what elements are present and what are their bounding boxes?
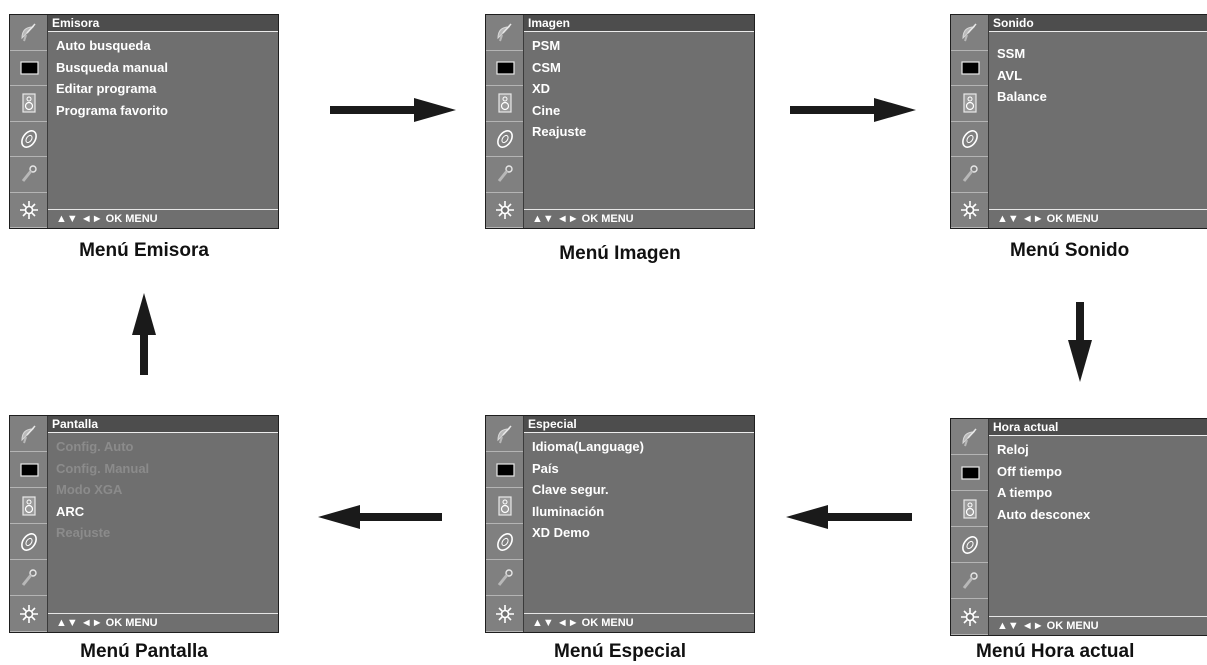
gear-icon[interactable] [951, 599, 988, 635]
key-icon[interactable] [951, 563, 988, 599]
screen-icon[interactable] [486, 452, 523, 488]
satellite-dish-icon[interactable] [10, 15, 47, 51]
gear-icon[interactable] [10, 596, 47, 632]
disc-icon[interactable] [10, 524, 47, 560]
screen-icon[interactable] [10, 51, 47, 86]
screen-icon[interactable] [951, 455, 988, 491]
key-icon[interactable] [10, 157, 47, 193]
menu-title: Pantalla [48, 416, 278, 433]
speaker-icon[interactable] [951, 86, 988, 122]
menu-item-psm[interactable]: PSM [532, 38, 561, 53]
menu-item-avl[interactable]: AVL [997, 67, 1023, 83]
menu-item-xd[interactable]: XD [532, 81, 551, 96]
menu-item-busqueda-manual[interactable]: Busqueda manual [56, 59, 168, 75]
arrow-right-icon [330, 98, 456, 122]
menu-title: Imagen [524, 15, 754, 32]
menu-imagen-panel: Imagen PSM CSM XD Cine Reajuste ▲▼ ◄► OK… [485, 14, 755, 229]
satellite-dish-icon[interactable] [486, 15, 523, 51]
arrow-down-icon [1068, 302, 1092, 382]
menu-item-arc[interactable]: ARC [56, 503, 85, 519]
arrow-left-icon [318, 505, 442, 529]
nav-hint: ▲▼ ◄► OK MENU [989, 616, 1207, 635]
gear-icon[interactable] [486, 596, 523, 632]
disc-icon[interactable] [951, 122, 988, 157]
satellite-dish-icon[interactable] [10, 416, 47, 452]
key-icon[interactable] [486, 157, 523, 193]
nav-hint: ▲▼ ◄► OK MENU [48, 209, 278, 228]
menu-especial-panel: Especial Idioma(Language) País Clave seg… [485, 415, 755, 633]
arrow-right-icon [790, 98, 916, 122]
disc-icon[interactable] [10, 122, 47, 157]
speaker-icon[interactable] [486, 488, 523, 524]
key-icon[interactable] [951, 157, 988, 193]
menu-title: Especial [524, 416, 754, 433]
screen-icon[interactable] [10, 452, 47, 488]
menu-title: Sonido [989, 15, 1207, 32]
menu-pantalla-panel: Pantalla Config. Auto Config. Manual Mod… [9, 415, 279, 633]
disc-icon[interactable] [486, 122, 523, 157]
speaker-icon[interactable] [486, 86, 523, 122]
caption-pantalla: Menú Pantalla [80, 641, 208, 662]
menu-emisora-panel: Emisora Auto busqueda Busqueda manual Ed… [9, 14, 279, 229]
disc-icon[interactable] [486, 524, 523, 560]
caption-hora-actual: Menú Hora actual [976, 641, 1135, 662]
menu-category-rail [486, 416, 524, 632]
menu-item-balance[interactable]: Balance0 [997, 86, 1207, 108]
gear-icon[interactable] [10, 193, 47, 228]
gear-icon[interactable] [486, 193, 523, 228]
menu-item-xd-demo[interactable]: XD Demo [532, 525, 590, 540]
arrow-up-icon [132, 293, 156, 375]
menu-item-reloj[interactable]: Reloj [997, 442, 1029, 457]
menu-item-a-tiempo[interactable]: A tiempo [997, 485, 1053, 500]
screen-icon[interactable] [951, 51, 988, 86]
key-icon[interactable] [486, 560, 523, 596]
nav-hint: ▲▼ ◄► OK MENU [48, 613, 278, 632]
arrow-left-icon [786, 505, 912, 529]
menu-item-reajuste[interactable]: Reajuste [532, 124, 587, 139]
menu-category-rail [951, 15, 989, 228]
menu-item-modo-xga: Modo XGA [56, 482, 123, 497]
menu-title: Hora actual [989, 419, 1207, 436]
disc-icon[interactable] [951, 527, 988, 563]
speaker-icon[interactable] [10, 86, 47, 122]
menu-category-rail [10, 15, 48, 228]
nav-hint: ▲▼ ◄► OK MENU [524, 209, 754, 228]
menu-item-csm[interactable]: CSM [532, 59, 561, 75]
menu-item-programa-favorito[interactable]: Programa favorito [56, 102, 168, 118]
nav-hint: ▲▼ ◄► OK MENU [524, 613, 754, 632]
menu-item-cine[interactable]: Cine [532, 102, 561, 118]
menu-category-rail [951, 419, 989, 635]
menu-item-iluminacion[interactable]: Iluminación [532, 503, 605, 519]
caption-imagen: Menú Imagen [559, 243, 681, 264]
caption-sonido: Menú Sonido [1010, 240, 1130, 261]
key-icon[interactable] [10, 560, 47, 596]
satellite-dish-icon[interactable] [951, 15, 988, 51]
menu-sonido-panel: Sonido SSM AVL Balance0 ▲▼ ◄► OK MENU [950, 14, 1207, 229]
satellite-dish-icon[interactable] [951, 419, 988, 455]
menu-item-editar-programa[interactable]: Editar programa [56, 81, 157, 96]
nav-hint: ▲▼ ◄► OK MENU [989, 209, 1207, 228]
caption-especial: Menú Especial [554, 641, 686, 662]
caption-emisora: Menú Emisora [79, 240, 209, 261]
menu-item-config-manual: Config. Manual [56, 460, 150, 476]
screen-icon[interactable] [486, 51, 523, 86]
menu-category-rail [10, 416, 48, 632]
menu-category-rail [486, 15, 524, 228]
menu-item-pais[interactable]: País [532, 460, 559, 476]
menu-item-config-auto: Config. Auto [56, 439, 134, 454]
menu-item-clave-segur[interactable]: Clave segur. [532, 482, 609, 497]
menu-item-off-tiempo[interactable]: Off tiempo [997, 463, 1062, 479]
menu-item-idioma[interactable]: Idioma(Language) [532, 439, 644, 454]
menu-item-auto-desconex[interactable]: Auto desconex [997, 506, 1091, 522]
menu-item-ssm[interactable]: SSM [997, 46, 1026, 61]
menu-item-auto-busqueda[interactable]: Auto busqueda [56, 38, 151, 53]
menu-item-reajuste: Reajuste [56, 525, 111, 540]
gear-icon[interactable] [951, 193, 988, 228]
menu-hora-actual-panel: Hora actual Reloj Off tiempo A tiempo Au… [950, 418, 1207, 636]
speaker-icon[interactable] [951, 491, 988, 527]
balance-label: Balance [997, 89, 1047, 104]
speaker-icon[interactable] [10, 488, 47, 524]
menu-title: Emisora [48, 15, 278, 32]
satellite-dish-icon[interactable] [486, 416, 523, 452]
